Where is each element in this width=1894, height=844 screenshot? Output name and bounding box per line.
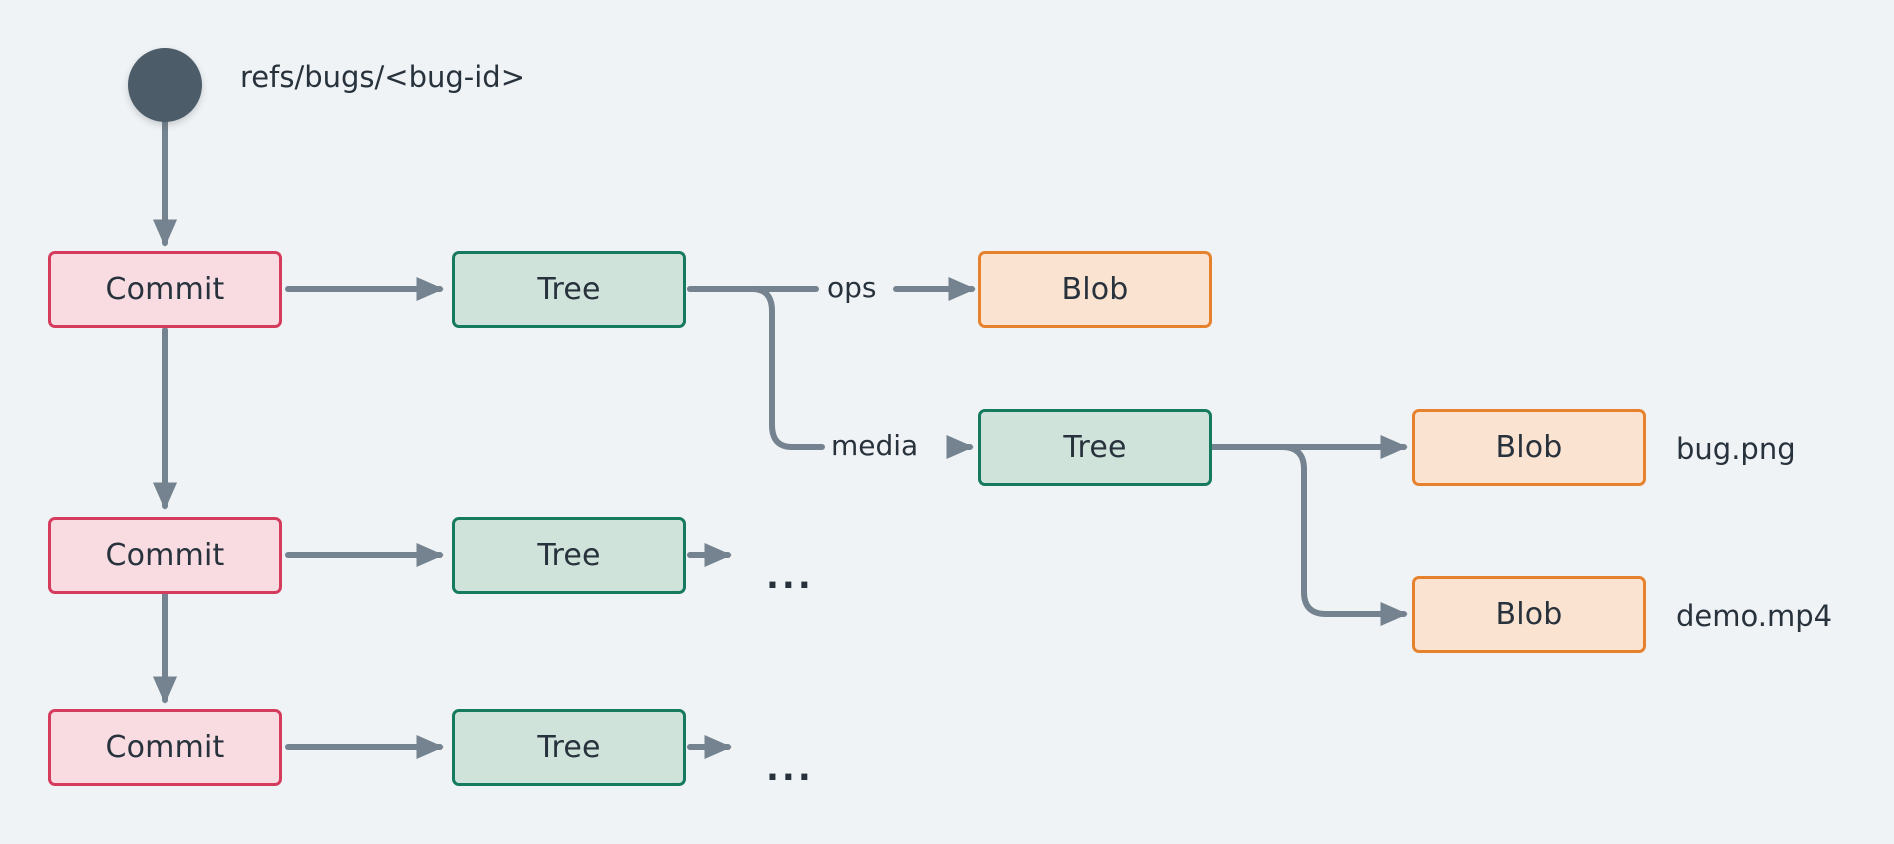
node-tree-3[interactable]: Tree bbox=[452, 709, 686, 786]
node-blob-demo-mp4[interactable]: Blob bbox=[1412, 576, 1646, 653]
ref-label: refs/bugs/<bug-id> bbox=[240, 60, 526, 94]
ellipsis-tree-3: ... bbox=[766, 749, 814, 789]
ref-start-node[interactable] bbox=[128, 48, 202, 122]
node-blob-bug-png[interactable]: Blob bbox=[1412, 409, 1646, 486]
node-commit-2[interactable]: Commit bbox=[48, 517, 282, 594]
node-blob-ops[interactable]: Blob bbox=[978, 251, 1212, 328]
node-tree-media[interactable]: Tree bbox=[978, 409, 1212, 486]
ellipsis-tree-2: ... bbox=[766, 557, 814, 597]
node-tree-2[interactable]: Tree bbox=[452, 517, 686, 594]
edge-treemedia-to-blobdemo bbox=[1209, 444, 1408, 627]
edge-label-media: media bbox=[828, 429, 922, 462]
edge-label-ops: ops bbox=[824, 271, 880, 304]
node-commit-1[interactable]: Commit bbox=[48, 251, 282, 328]
node-commit-3[interactable]: Commit bbox=[48, 709, 282, 786]
file-label-demo-mp4: demo.mp4 bbox=[1676, 599, 1833, 633]
file-label-bug-png: bug.png bbox=[1676, 432, 1796, 466]
edge-tree1-to-media bbox=[687, 286, 825, 450]
node-tree-1[interactable]: Tree bbox=[452, 251, 686, 328]
